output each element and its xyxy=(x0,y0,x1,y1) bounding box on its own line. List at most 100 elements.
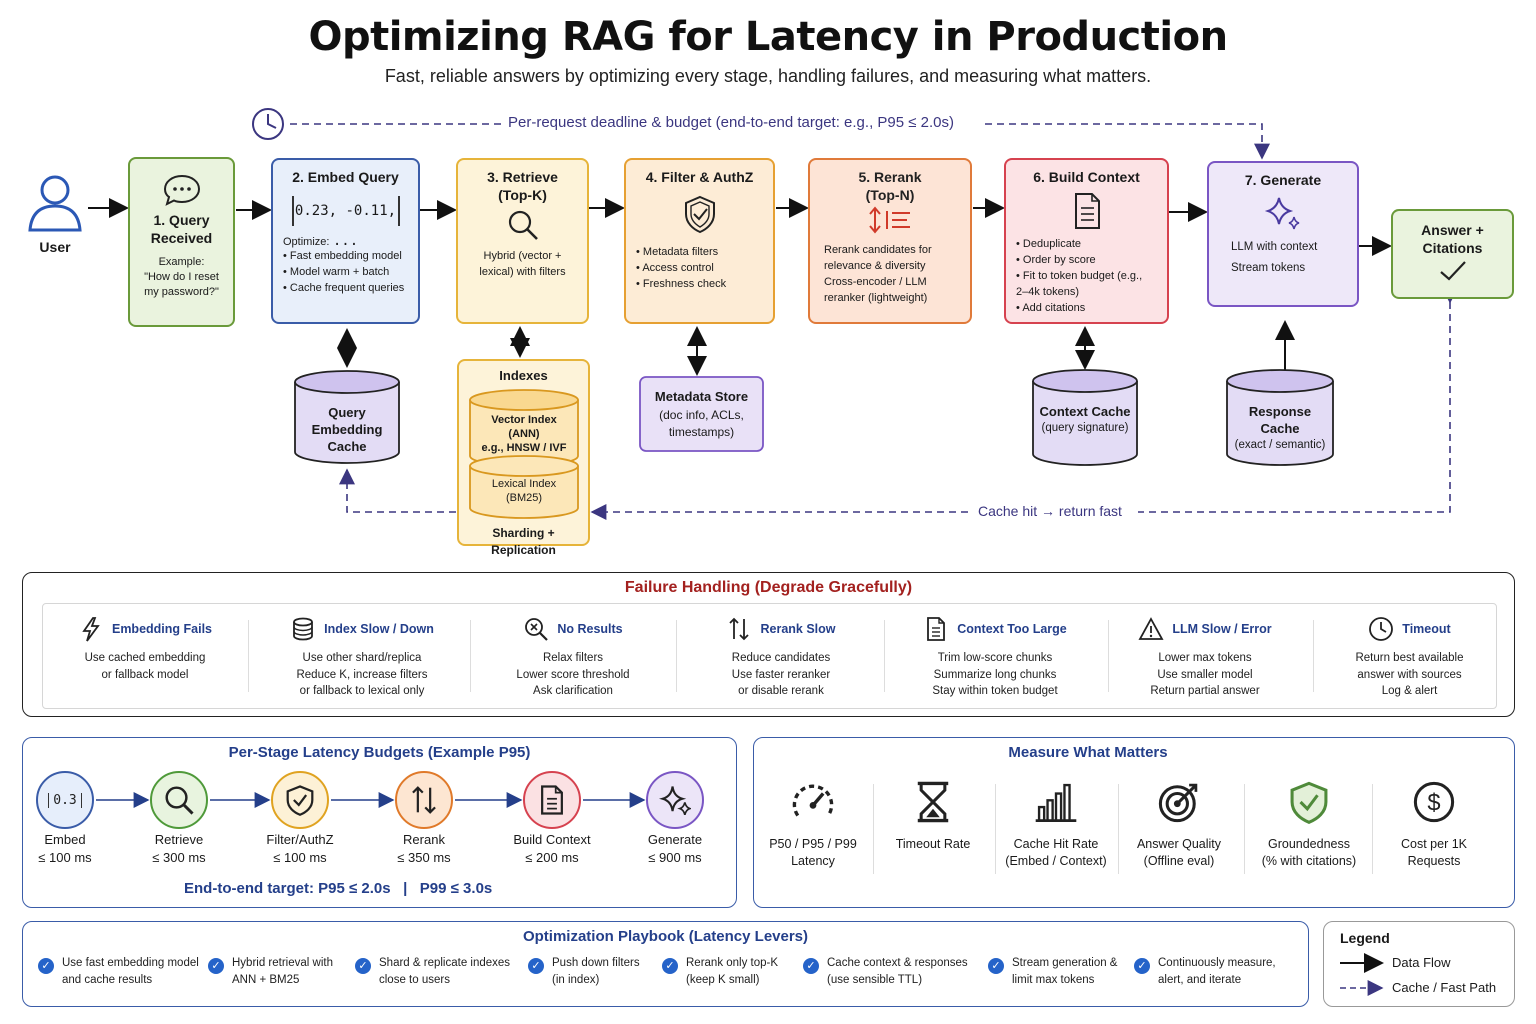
user-icon xyxy=(28,175,82,232)
sparkle-icon xyxy=(646,771,704,829)
example-text: "How do I reset my password?" xyxy=(144,271,219,298)
check-icon: ✓ xyxy=(208,958,224,974)
stage-generate: 7. Generate LLM with context Stream toke… xyxy=(1207,161,1359,307)
divider xyxy=(873,784,874,874)
divider xyxy=(248,620,249,692)
lightning-icon xyxy=(78,616,104,642)
latency-budget: ≤ 100 ms xyxy=(38,850,92,865)
failure-item-line: Use other shard/replica xyxy=(302,652,422,664)
latency-stage-name: Embed xyxy=(44,832,86,847)
legend-panel xyxy=(1323,921,1515,1007)
query-embedding-cache: Query Embedding Cache xyxy=(311,405,383,454)
clock-icon xyxy=(1368,616,1394,642)
cylinder-shape xyxy=(294,370,400,464)
stage-build-context: 6. Build Context Deduplicate Order by sc… xyxy=(1004,158,1169,324)
latency-item: Rerank ≤ 350 ms xyxy=(369,831,479,867)
playbook-title: Optimization Playbook (Latency Levers) xyxy=(522,928,809,945)
response-cache-name: Response Cache xyxy=(1248,404,1312,436)
metric-label: (Offline eval) xyxy=(1143,854,1215,868)
divider xyxy=(884,620,885,692)
stage-title: 6. Build Context xyxy=(1033,169,1140,185)
vector-index: Vector Index (ANN) e.g., HNSW / IVF xyxy=(476,413,572,455)
cache-hit-label: Cache hit → return fast xyxy=(978,503,1122,519)
latency-budget: ≤ 100 ms xyxy=(273,850,327,865)
metric-item: Timeout Rate xyxy=(873,780,993,853)
list-item: Model warm + batch xyxy=(283,264,408,280)
divider xyxy=(676,620,677,692)
vector-icon: 0.3 xyxy=(36,771,94,829)
rerank-icon xyxy=(869,206,910,234)
playbook-item: Continuously measure,alert, and iterate xyxy=(1158,955,1276,988)
failure-handling-panel xyxy=(22,572,1515,717)
failure-item-line: answer with sources xyxy=(1357,668,1462,681)
latency-title: Per-Stage Latency Budgets (Example P95) xyxy=(228,744,531,761)
latency-budget: ≤ 200 ms xyxy=(525,850,579,865)
failure-item-line: Lower max tokens xyxy=(1158,652,1252,664)
latency-stage-name: Filter/AuthZ xyxy=(266,832,334,847)
example-label: Example: xyxy=(158,256,205,268)
context-cache: Context Cache (query signature) xyxy=(1037,403,1133,437)
latency-item: Build Context≤ 200 ms xyxy=(497,831,607,867)
playbook-item: Cache context & responses(use sensible T… xyxy=(827,955,968,988)
failure-item-title: Rerank Slow xyxy=(760,621,836,636)
stage-title: 2. Embed Query xyxy=(292,169,399,185)
playbook-line: Push down filters xyxy=(552,957,640,969)
gauge-icon xyxy=(753,780,873,826)
user-node: User xyxy=(24,172,86,255)
latency-budget: ≤ 350 ms xyxy=(397,850,451,865)
failure-item-title: LLM Slow / Error xyxy=(1172,621,1272,636)
document-icon xyxy=(923,616,949,642)
failure-title: Failure Handling (Degrade Gracefully) xyxy=(624,579,913,596)
response-cache-sub: (exact / semantic) xyxy=(1234,439,1326,451)
failure-item-line: Use cached embedding xyxy=(84,652,206,664)
document-icon xyxy=(523,771,581,829)
playbook-line: (keep K small) xyxy=(686,973,760,986)
deadline-label: Per-request deadline & budget (end-to-en… xyxy=(508,114,955,131)
failure-item-line: or fallback model xyxy=(101,668,189,681)
vector-index-sub: e.g., HNSW / IVF xyxy=(481,442,567,454)
context-cache-sub: (query signature) xyxy=(1041,422,1129,434)
generate-line-1: LLM with context xyxy=(1231,241,1318,253)
check-icon: ✓ xyxy=(988,958,1004,974)
response-cache: Response Cache (exact / semantic) xyxy=(1230,403,1330,454)
playbook-line: Rerank only top-K xyxy=(686,957,779,969)
vector-index-name: Vector Index (ANN) xyxy=(491,414,557,440)
failure-item-title: No Results xyxy=(557,621,623,636)
dollar-icon: $ xyxy=(1374,780,1494,826)
svg-text:$: $ xyxy=(1427,790,1440,816)
warning-icon xyxy=(1138,616,1164,642)
playbook-line: Stream generation & xyxy=(1012,957,1118,969)
divider xyxy=(1371,784,1373,874)
failure-item-line: Trim low-score chunks xyxy=(937,652,1053,664)
legend-data-flow: Data Flow xyxy=(1392,955,1451,970)
list-item: Metadata filters xyxy=(636,244,763,260)
legend-swatches xyxy=(1340,953,1384,996)
lexical-index: Lexical Index (BM25) xyxy=(491,478,557,504)
indexes-footer: Sharding + Replication xyxy=(491,526,556,557)
list-item: Add citations xyxy=(1016,300,1157,316)
metric-label: (Embed / Context) xyxy=(1005,854,1107,868)
playbook-item: Stream generation & limit max tokens xyxy=(1012,955,1117,988)
failure-item-line: Log & alert xyxy=(1381,685,1438,697)
check-icon: ✓ xyxy=(38,958,54,974)
sort-arrows-icon xyxy=(395,771,453,829)
playbook-line: close to users xyxy=(379,973,450,986)
target-icon xyxy=(1119,780,1239,826)
cylinder-shape xyxy=(1226,369,1334,466)
stage-retrieve: 3. Retrieve (Top-K) Hybrid (vector + lex… xyxy=(456,158,589,324)
playbook-line: Hybrid retrieval with xyxy=(232,957,333,969)
failure-item-line: or disable rerank xyxy=(738,685,824,697)
playbook-line: (use sensible TTL) xyxy=(827,973,923,986)
rerank-desc: Rerank candidates for relevance & divers… xyxy=(824,244,932,304)
latency-stage-name: Rerank xyxy=(403,832,445,847)
failure-item-line: Reduce candidates xyxy=(731,652,831,664)
playbook-line: limit max tokens xyxy=(1012,973,1095,986)
metric-label: Cache Hit Rate xyxy=(1013,837,1099,851)
stage-title: 5. Rerank (Top-N) xyxy=(858,169,922,203)
